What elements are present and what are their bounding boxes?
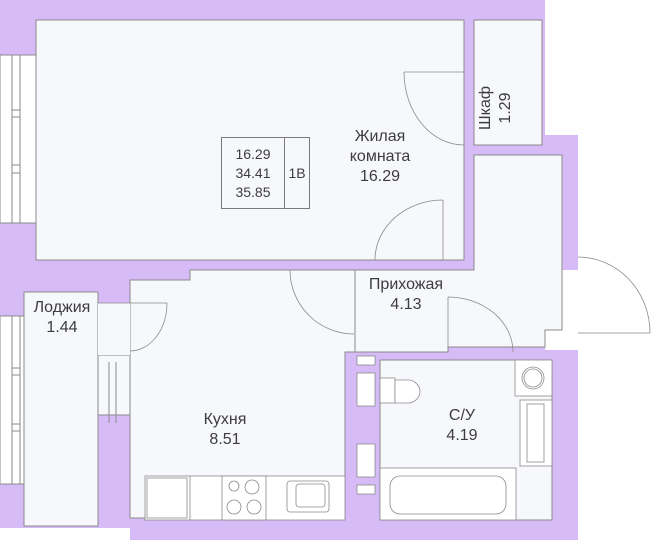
room-closet	[473, 19, 543, 146]
label-loggia: Лоджия 1.44	[33, 299, 91, 336]
fridge-icon	[146, 477, 188, 519]
shaft-3	[356, 443, 376, 478]
loggia-window	[97, 303, 131, 423]
label-closet: Шкаф 1.29	[477, 85, 514, 131]
summary-total-area: 34.41	[235, 164, 271, 181]
door-loggia[interactable]	[98, 302, 168, 352]
label-living-room: Жилая комната 16.29	[349, 128, 411, 185]
door-bathroom[interactable]	[447, 296, 514, 353]
door-entrance[interactable]	[577, 256, 651, 334]
summary-type: 1В	[288, 165, 306, 181]
door-kitchen-hallway[interactable]	[289, 269, 355, 335]
summary-living-area: 16.29	[235, 145, 271, 162]
door-closet[interactable]	[403, 71, 465, 146]
label-kitchen: Кухня 8.51	[203, 411, 247, 448]
room-loggia	[23, 291, 99, 527]
window-left-living	[0, 54, 37, 224]
shaft-1	[356, 355, 376, 366]
toilet-tank	[379, 377, 396, 404]
summary-total-with-balcony: 35.85	[235, 183, 271, 200]
label-hallway: Прихожая 4.13	[368, 276, 444, 313]
door-living[interactable]	[374, 199, 444, 261]
apartment-summary: 16.29 34.41 35.85 1В	[221, 137, 310, 209]
stove-icon	[221, 475, 267, 521]
toilet-bowl-icon	[394, 379, 421, 404]
shaft-2	[356, 372, 376, 407]
label-bathroom: С/У 4.19	[446, 407, 478, 444]
window-left-loggia	[0, 315, 25, 485]
shaft-4	[356, 484, 376, 495]
